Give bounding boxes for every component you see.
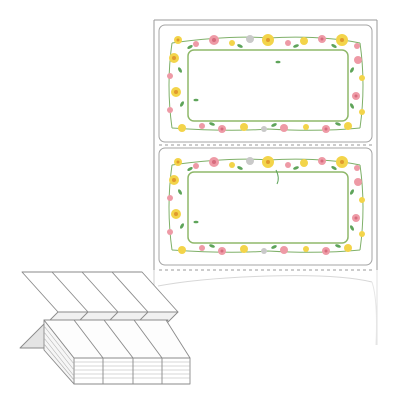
label-sheet: [153, 19, 378, 360]
floral-border: [167, 156, 365, 255]
label-writing-area: [187, 49, 349, 122]
floral-label: [158, 147, 373, 266]
floral-label: [158, 24, 373, 143]
label-writing-area: [187, 171, 349, 244]
fanfold-label-stack: [19, 271, 191, 385]
floral-border: [167, 34, 365, 133]
